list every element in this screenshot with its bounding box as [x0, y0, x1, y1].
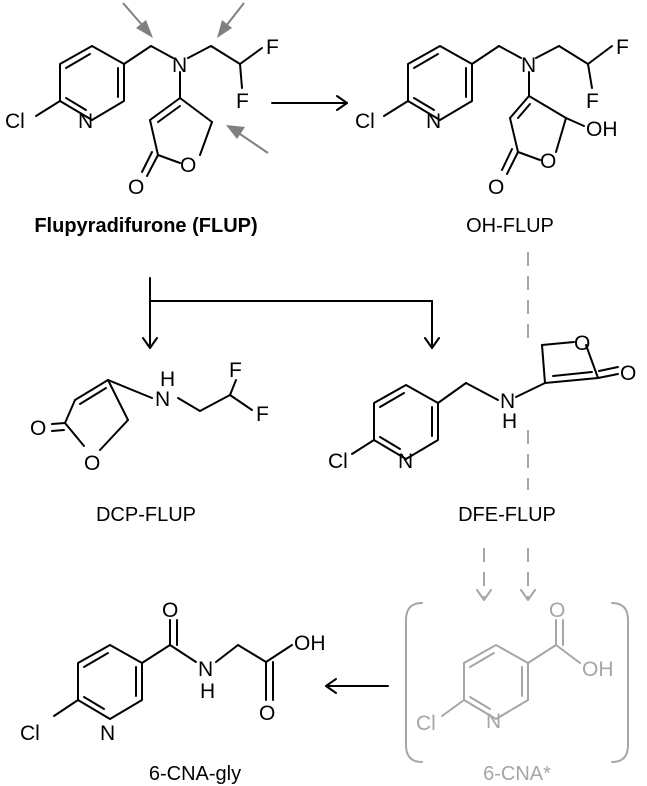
- dashed-arrows-to-6-cna: [476, 548, 536, 601]
- 6-cna-gly-pyridine-n-atom: N: [100, 722, 115, 745]
- flup-pyridine-n-atom: N: [78, 110, 93, 133]
- dfe-flup-label: DFE-FLUP: [458, 504, 556, 526]
- dfe-flup-cl-atom: Cl: [328, 450, 348, 473]
- dcp-flup-carbonyl-o-atom: O: [30, 417, 46, 440]
- 6-cna-cl-atom: Cl: [416, 712, 436, 735]
- metabolic-site-arrows: [122, 2, 269, 154]
- 6-cna-pyridine-n-atom: N: [486, 710, 501, 733]
- 6-cna-gly-cl-atom: Cl: [20, 722, 40, 745]
- flup-structure: Cl N N F F O O: [5, 36, 279, 199]
- arrow-6-cna-to-6-cna-gly: [325, 678, 389, 694]
- 6-cna-structure: Cl N O OH: [416, 599, 614, 735]
- oh-flup-cl-atom: Cl: [355, 110, 375, 133]
- 6-cna-gly-amide-o-atom: O: [162, 599, 178, 622]
- 6-cna-carbonyl-o-atom: O: [549, 599, 565, 622]
- oh-flup-label: OH-FLUP: [466, 215, 554, 237]
- oh-flup-structure: Cl N N F F O OH O: [355, 36, 629, 199]
- flup-f2-atom: F: [236, 90, 249, 113]
- dfe-flup-amine-n-atom: N: [500, 390, 515, 413]
- flup-cl-atom: Cl: [5, 110, 25, 133]
- flup-label: Flupyradifurone (FLUP): [34, 215, 257, 237]
- flup-amine-n-atom: N: [172, 54, 187, 77]
- oh-flup-pyridine-n-atom: N: [426, 110, 441, 133]
- dfe-flup-structure: Cl N N H O O: [328, 332, 636, 473]
- 6-cna-gly-amide-n-atom: N: [198, 658, 213, 681]
- dfe-flup-ring-o-atom: O: [574, 332, 590, 355]
- oh-flup-ring-o-atom: O: [540, 150, 556, 173]
- dcp-flup-label: DCP-FLUP: [96, 504, 196, 526]
- dcp-flup-ring-o-atom: O: [84, 452, 100, 475]
- dcp-flup-amine-h-atom: H: [160, 368, 175, 391]
- dcp-flup-amine-n-atom: N: [155, 388, 170, 411]
- 6-cna-gly-amide-h-atom: H: [200, 680, 215, 703]
- site-arrow-2: [225, 2, 245, 27]
- 6-cna-oh-group: OH: [582, 658, 614, 681]
- arrow-flup-split: [142, 277, 440, 349]
- 6-cna-gly-label: 6-CNA-gly: [149, 763, 241, 785]
- oh-flup-amine-n-atom: N: [521, 54, 536, 77]
- arrow-flup-to-oh-flup: [271, 95, 348, 111]
- oh-flup-oh-group: OH: [586, 118, 618, 141]
- dfe-flup-carbonyl-o-atom: O: [620, 362, 636, 385]
- oh-flup-f2-atom: F: [586, 90, 599, 113]
- site-arrow-1: [122, 2, 144, 27]
- site-arrow-1-head: [136, 20, 153, 38]
- dcp-flup-structure: O O N H F F: [30, 359, 269, 475]
- flup-carbonyl-o-atom: O: [128, 176, 144, 199]
- dcp-flup-f1-atom: F: [229, 359, 242, 382]
- dfe-flup-amine-h-atom: H: [502, 410, 517, 433]
- dfe-flup-pyridine-n-atom: N: [398, 450, 413, 473]
- 6-cna-gly-oh-group: OH: [294, 632, 326, 655]
- 6-cna-gly-carbonyl-o-atom: O: [259, 702, 275, 725]
- oh-flup-f1-atom: F: [616, 36, 629, 59]
- flup-f1-atom: F: [266, 36, 279, 59]
- 6-cna-bracket: [405, 602, 629, 763]
- site-arrow-3-head: [226, 125, 245, 139]
- site-arrow-2-head: [217, 20, 232, 38]
- site-arrow-3: [239, 133, 269, 154]
- dcp-flup-f2-atom: F: [256, 403, 269, 426]
- 6-cna-gly-structure: Cl N O N H OH O: [20, 599, 326, 745]
- 6-cna-label: 6-CNA*: [483, 763, 551, 785]
- flup-ring-o-atom: O: [180, 154, 196, 177]
- oh-flup-carbonyl-o-atom: O: [488, 176, 504, 199]
